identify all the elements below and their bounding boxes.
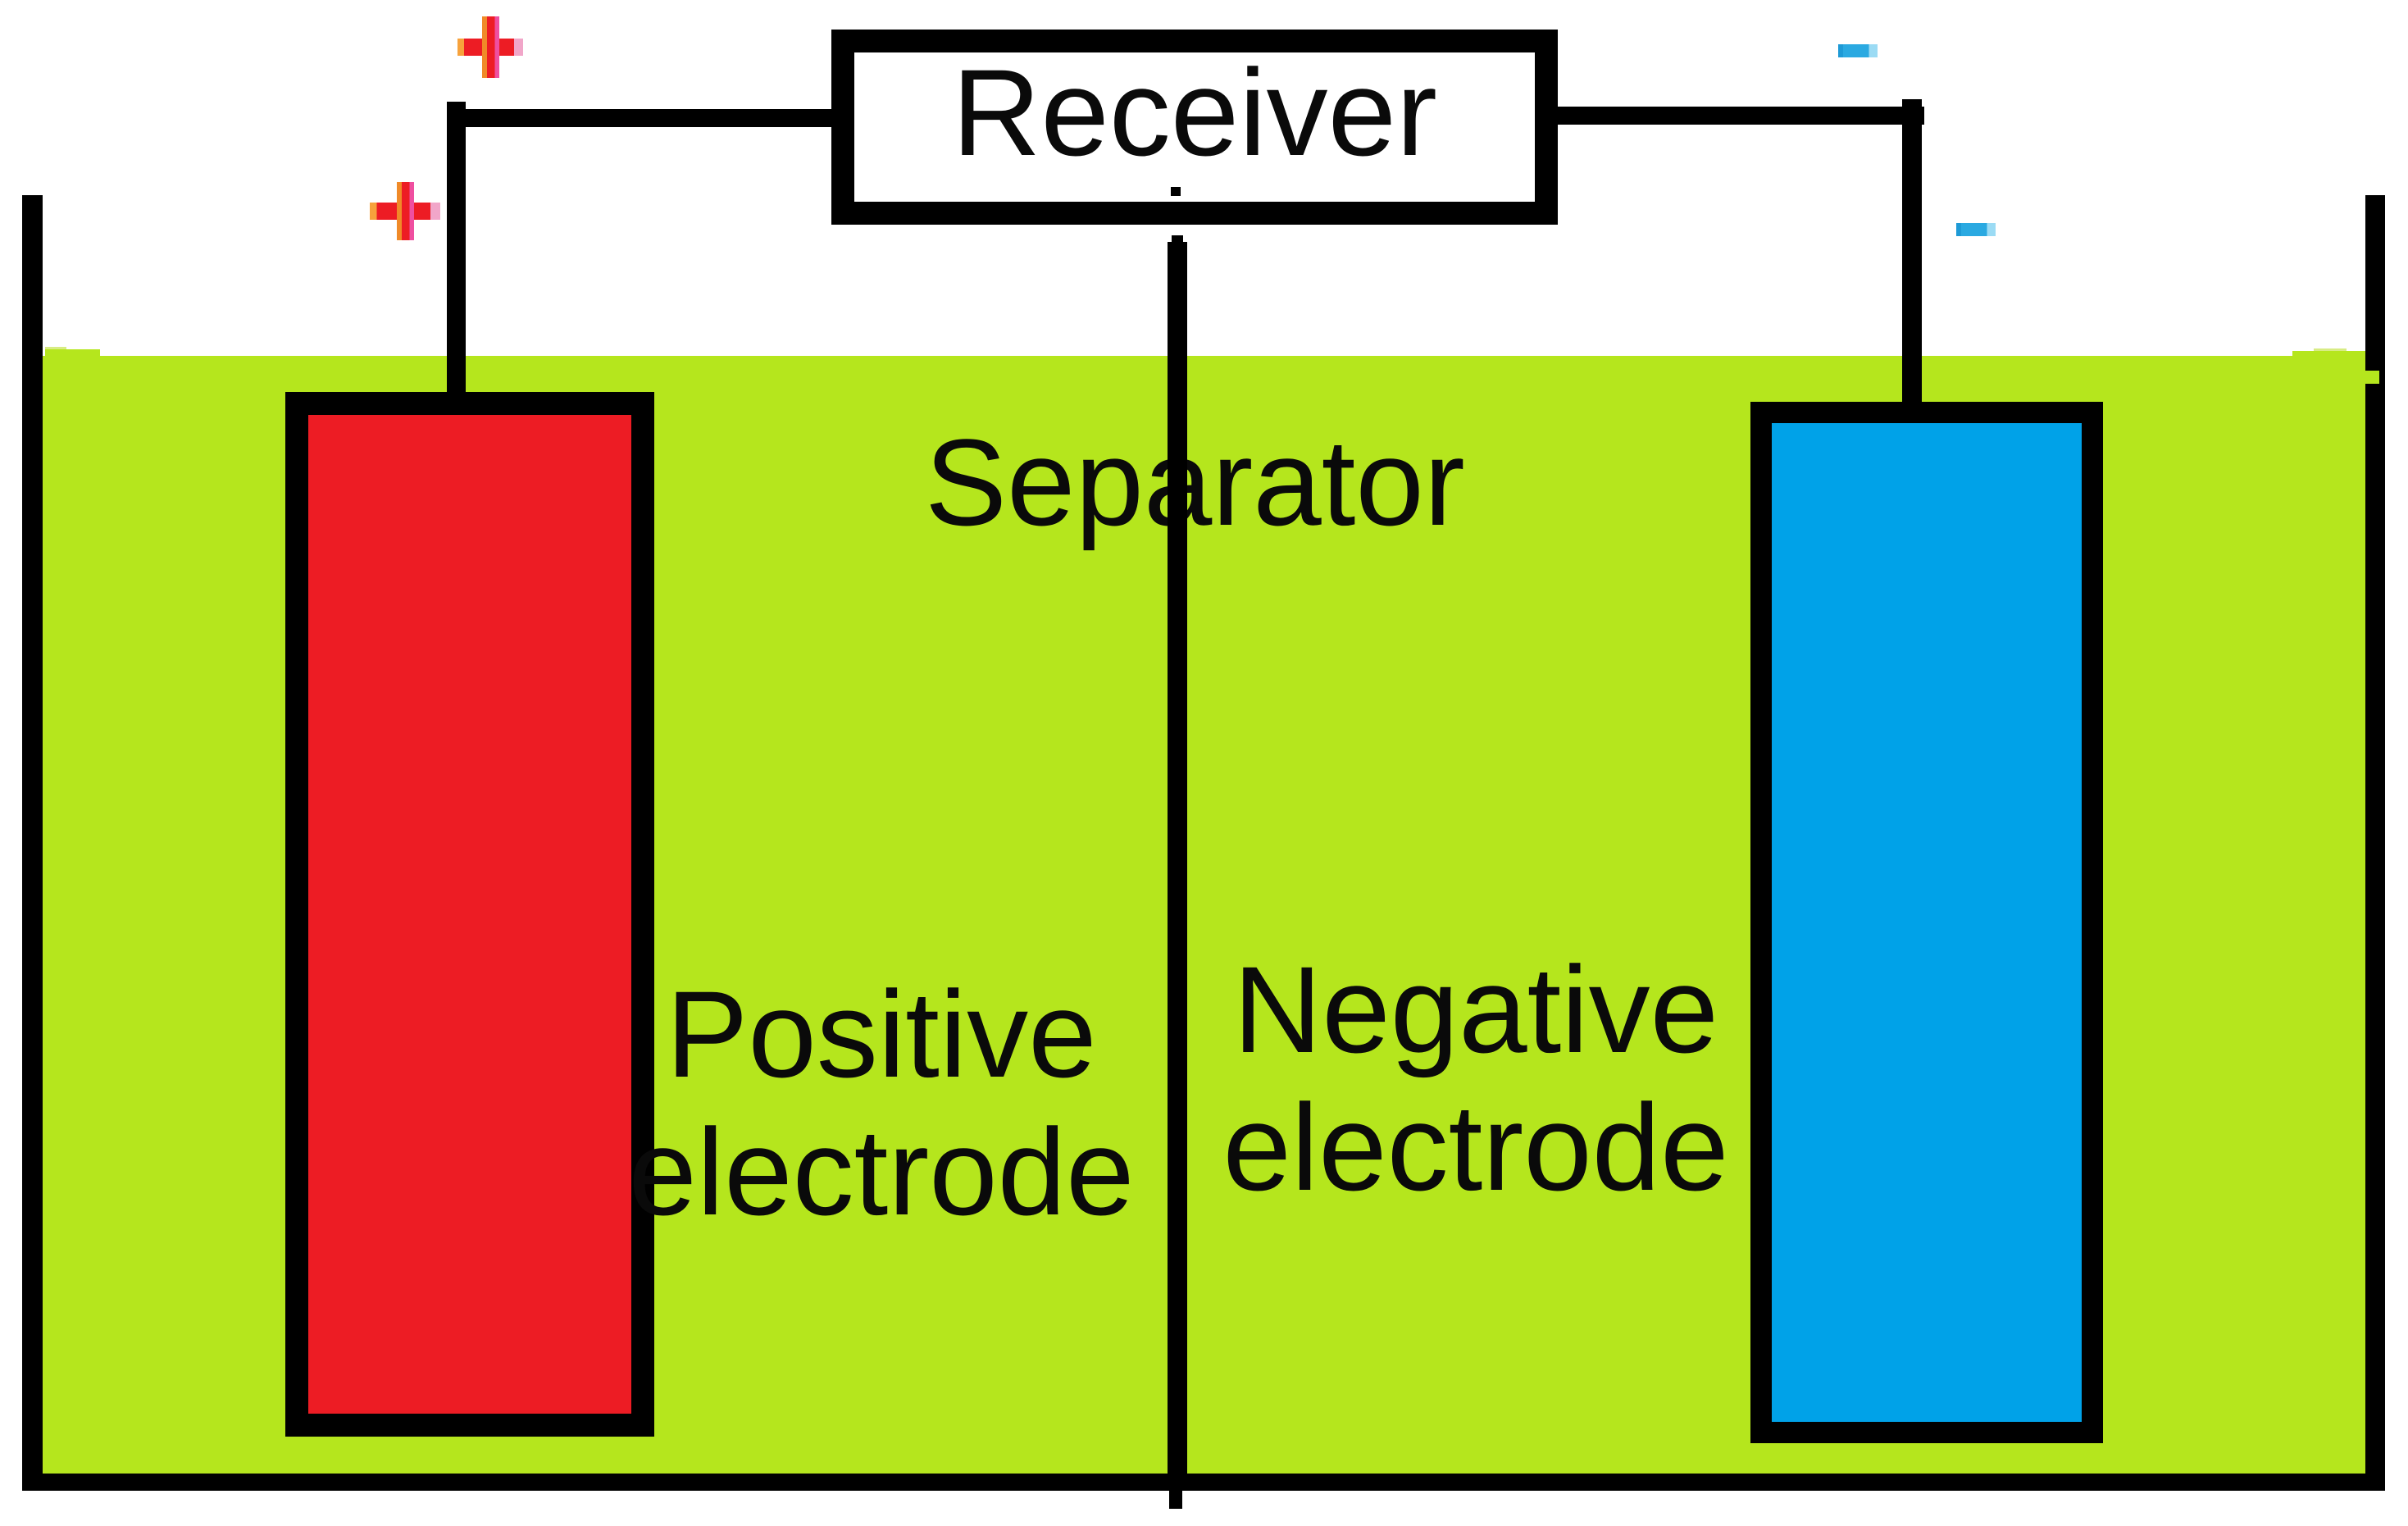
wire-negative-vertical bbox=[1902, 99, 1922, 406]
receiver-label: Receiver bbox=[952, 43, 1437, 181]
container-bottom bbox=[22, 1474, 2385, 1491]
waterline-bump-left bbox=[45, 349, 100, 358]
wire-positive-vertical bbox=[447, 102, 466, 395]
separator-line bbox=[1168, 242, 1187, 1491]
negative-electrode-rect bbox=[1750, 402, 2103, 1443]
positive-electrode-label: Positive electrode bbox=[553, 965, 1209, 1241]
positive-label-line1: Positive bbox=[666, 965, 1097, 1103]
waterline-bump-right bbox=[2292, 351, 2365, 359]
receiver-box: Receiver bbox=[831, 30, 1558, 225]
container-wall-left bbox=[22, 195, 43, 1491]
positive-electrode-rect bbox=[285, 392, 654, 1437]
wire-negative-horizontal bbox=[1558, 107, 1924, 125]
separator-line-foot bbox=[1169, 1491, 1182, 1509]
plus-icon bbox=[482, 16, 499, 78]
separator-label: Separator bbox=[925, 413, 1465, 551]
positive-label-line2: electrode bbox=[628, 1103, 1135, 1241]
negative-label-line1: Negative bbox=[1232, 941, 1719, 1078]
waterline-nub-right bbox=[2361, 371, 2379, 384]
negative-label-line2: electrode bbox=[1222, 1078, 1729, 1216]
container-wall-right bbox=[2365, 195, 2385, 1491]
plus-icon bbox=[397, 182, 414, 240]
negative-electrode-label: Negative electrode bbox=[1148, 941, 1804, 1216]
wire-positive-horizontal bbox=[447, 109, 832, 127]
receiver-dot-artifact bbox=[1171, 187, 1181, 196]
minus-icon bbox=[1838, 44, 1878, 57]
minus-icon bbox=[1956, 223, 1996, 236]
